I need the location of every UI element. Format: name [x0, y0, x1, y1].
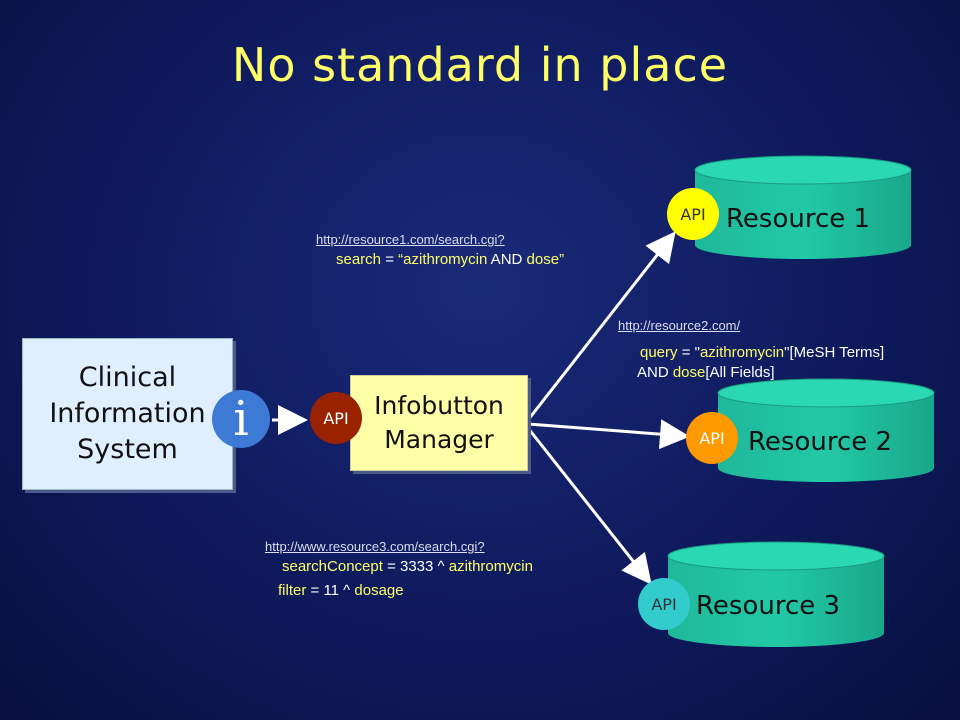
resource-2-label: Resource 2: [748, 427, 893, 457]
resource-2-query-line2: AND dose[All Fields]: [637, 364, 775, 381]
r2-key: query: [640, 344, 678, 361]
manager-api-badge: API: [310, 392, 362, 444]
resource-3-query-line2: filter = 11 ^ dosage: [278, 582, 404, 599]
resource-3-query-line1: searchConcept = 3333 ^ azithromycin: [282, 558, 533, 575]
manager-label-line2: Manager: [384, 425, 494, 454]
r2-value-2: dose: [672, 364, 706, 381]
resource-2-cylinder: [717, 378, 935, 482]
r3-value-1: azithromycin: [448, 558, 533, 575]
arrow-manager-to-resource-1: [526, 231, 676, 421]
resource-2-api-badge: API: [686, 412, 738, 464]
cis-label-line2: Information: [49, 398, 206, 429]
clinical-information-system-box: Clinical Information System: [22, 338, 233, 490]
resource-1-cylinder: [694, 155, 912, 259]
resource-3-cylinder: [667, 541, 885, 647]
r1-value-1: azithromycin: [403, 251, 488, 268]
arrow-manager-to-resource-2: [527, 419, 690, 450]
resource-1-api-badge: API: [667, 188, 719, 240]
r3-key-2: filter: [278, 582, 307, 599]
r1-key: search: [336, 251, 382, 268]
resource-3-url[interactable]: http://www.resource3.com/search.cgi?: [265, 539, 485, 554]
infobutton-icon[interactable]: i: [212, 390, 270, 448]
resource-2-url[interactable]: http://resource2.com/: [618, 318, 741, 333]
r3-key-1: searchConcept: [282, 558, 383, 575]
resource-1-query: search = “azithromycin AND dose”: [336, 251, 565, 268]
resource-1-url[interactable]: http://resource1.com/search.cgi?: [316, 232, 505, 247]
resource-1-label: Resource 1: [726, 204, 871, 234]
resource-3-api-badge: API: [638, 578, 690, 630]
resource-3-label: Resource 3: [696, 591, 841, 621]
manager-label-line1: Infobutton: [374, 391, 504, 420]
cis-label-line3: System: [77, 434, 178, 465]
slide-title: No standard in place: [231, 38, 729, 92]
cis-label-line1: Clinical: [78, 362, 177, 393]
r1-value-2: dose: [526, 251, 560, 268]
r3-value-2: dosage: [354, 582, 404, 599]
infobutton-manager-box: Infobutton Manager: [350, 375, 528, 471]
r2-value-1: azithromycin: [699, 344, 785, 361]
arrow-manager-to-resource-3: [526, 427, 652, 585]
resource-2-query-line1: query = "azithromycin"[MeSH Terms]: [640, 344, 885, 361]
